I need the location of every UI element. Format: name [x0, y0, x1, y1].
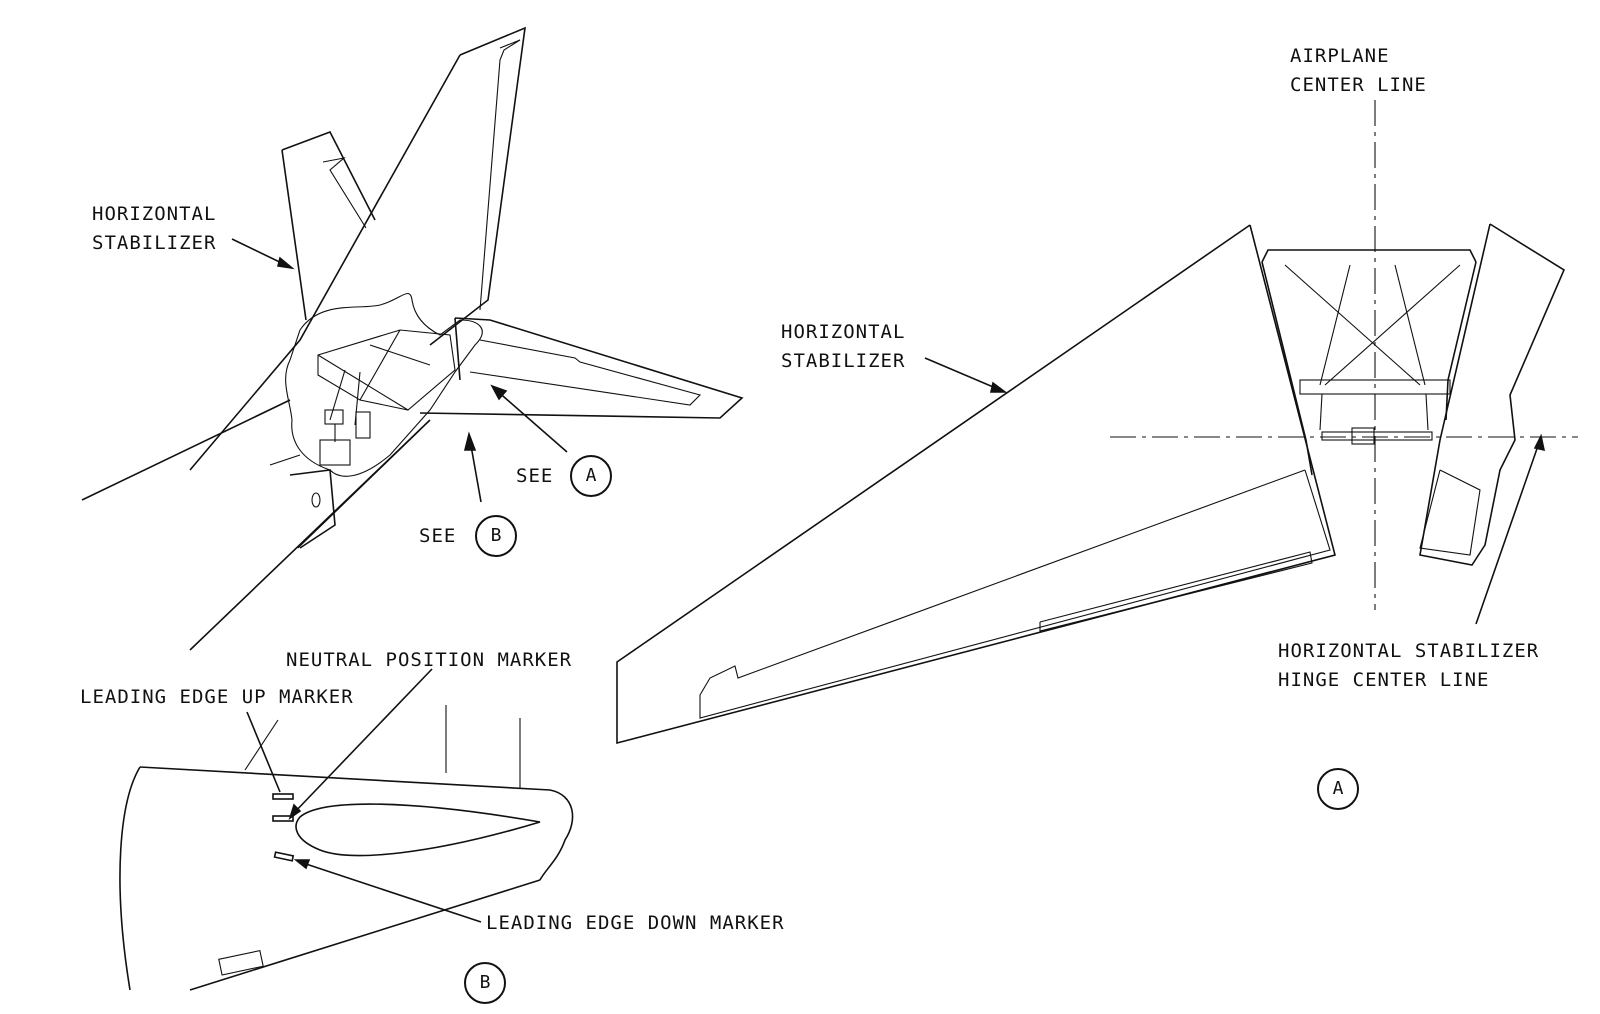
arrow-see-a	[495, 389, 568, 453]
view-a-right-panel	[1419, 469, 1481, 556]
arrowhead-neutral	[288, 803, 302, 820]
left-stabilizer-trailing	[281, 149, 307, 321]
stabilizer-center-section	[317, 329, 456, 411]
left-stabilizer-outline	[281, 131, 376, 221]
jackscrew-line-1	[329, 369, 346, 421]
vertical-fin-outline	[429, 26, 526, 346]
label-leading-edge-up-marker: LEADING EDGE UP MARKER	[80, 686, 354, 708]
view-a-xbrace-4	[1394, 264, 1426, 386]
view-b-fin-line-3	[244, 719, 279, 771]
view-a-center-frame-top	[1261, 249, 1477, 263]
right-stabilizer-root	[454, 317, 461, 381]
view-b-body-outline	[119, 766, 141, 991]
vertical-fin-rudder	[479, 39, 521, 311]
actuator-box	[355, 411, 371, 439]
arrowhead-see-a	[490, 384, 508, 401]
callout-b: B	[475, 515, 517, 557]
view-b-airfoil	[295, 803, 541, 857]
label-see-b: SEE	[419, 525, 457, 547]
actuator-motor	[319, 439, 351, 466]
label-hstab-mid-1: HORIZONTAL	[781, 321, 906, 343]
label-see-a: SEE	[516, 465, 554, 487]
view-a-support-1	[1319, 393, 1323, 431]
view-a-right-stub	[1419, 223, 1566, 566]
view-a-elevator-outline	[699, 469, 1331, 719]
fuselage-upper	[81, 399, 291, 501]
structure-brace-1	[317, 354, 409, 411]
view-a	[616, 100, 1578, 745]
label-hinge-2: HINGE CENTER LINE	[1278, 669, 1490, 691]
view-a-title: A	[1317, 768, 1359, 810]
label-airplane-center-line-2: CENTER LINE	[1290, 74, 1427, 96]
view-a-support-2	[1425, 393, 1429, 431]
leader-hinge	[1475, 439, 1541, 625]
vertical-fin-leading-edge	[189, 54, 461, 471]
label-hstab-left-2: STABILIZER	[92, 232, 217, 254]
view-b-title: B	[464, 962, 506, 1004]
le-down-marker	[273, 851, 295, 862]
right-stabilizer-outline	[419, 317, 744, 419]
view-b-lower-body	[189, 879, 541, 991]
neutral-marker	[272, 815, 294, 822]
label-hstab-left-1: HORIZONTAL	[92, 203, 217, 225]
arrowhead-hstab-left	[277, 256, 295, 270]
view-a-xbrace-2	[1324, 264, 1461, 386]
view-a-stabilizer-outline	[616, 224, 1336, 745]
right-stabilizer-elevator	[469, 339, 702, 406]
body-line	[297, 429, 421, 549]
fuselage-mid	[269, 454, 301, 466]
le-up-marker	[272, 793, 294, 800]
arrowhead-le-down	[293, 859, 311, 870]
callout-a: A	[570, 455, 612, 497]
view-a-xbrace-3	[1319, 264, 1351, 386]
cutaway-outline	[285, 293, 483, 477]
view-a-center-left	[1261, 261, 1313, 476]
structure-brace-2	[359, 329, 401, 401]
tail-assembly-view	[81, 26, 744, 651]
view-b-access-panel	[218, 949, 264, 976]
label-leading-edge-down-marker: LEADING EDGE DOWN MARKER	[486, 912, 785, 934]
arrowhead-see-b	[463, 431, 477, 451]
aft-body-panel	[289, 469, 336, 549]
leader-le-down	[299, 861, 482, 923]
access-port	[311, 492, 321, 508]
label-airplane-center-line-1: AIRPLANE	[1290, 45, 1390, 67]
view-a-xbrace-1	[1284, 264, 1421, 386]
structure-brace-3	[369, 344, 431, 366]
actuator-body	[324, 409, 344, 425]
view-a-hinge-fitting	[1351, 427, 1375, 445]
view-a-tab	[1039, 551, 1313, 632]
arrowhead-hstab-mid	[990, 381, 1008, 393]
leader-le-up	[246, 711, 281, 793]
arrowhead-hinge	[1533, 433, 1546, 452]
view-b-fairing	[539, 789, 574, 881]
label-hstab-mid-2: STABILIZER	[781, 350, 906, 372]
view-b-stabilizer-top	[139, 766, 551, 791]
label-hinge-1: HORIZONTAL STABILIZER	[1278, 640, 1540, 662]
view-a-hinge-shaft	[1321, 431, 1433, 441]
label-neutral-position-marker: NEUTRAL POSITION MARKER	[286, 649, 573, 671]
left-stabilizer-elevator	[322, 157, 367, 229]
view-b	[119, 668, 574, 991]
leader-neutral	[291, 668, 433, 816]
